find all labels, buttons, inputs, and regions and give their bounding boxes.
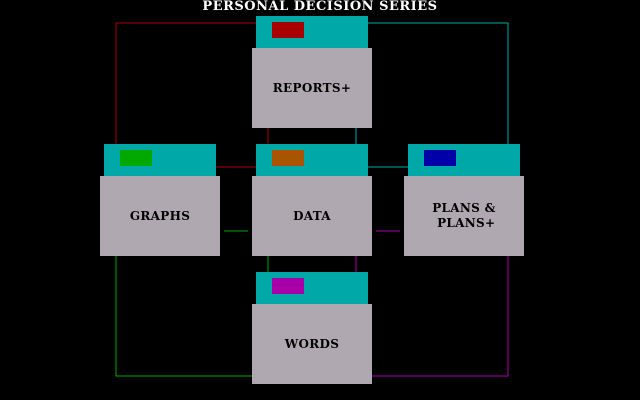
color-swatch-icon xyxy=(424,150,456,166)
connector-reports-plans xyxy=(368,22,509,144)
folder-tab xyxy=(408,144,520,176)
folder-reports[interactable]: REPORTS+ xyxy=(252,16,372,128)
folder-label: REPORTS+ xyxy=(252,48,372,128)
color-swatch-icon xyxy=(120,150,152,166)
folder-tab xyxy=(256,144,368,176)
folder-words[interactable]: WORDS xyxy=(252,272,372,384)
folder-label: WORDS xyxy=(252,304,372,384)
folder-graphs[interactable]: GRAPHS xyxy=(100,144,220,256)
folder-tab xyxy=(256,16,368,48)
folder-tab xyxy=(256,272,368,304)
folder-label: DATA xyxy=(252,176,372,256)
folder-tab xyxy=(104,144,216,176)
connector-reports-graphs xyxy=(115,22,256,144)
connector-plans-words xyxy=(372,256,509,377)
folder-data[interactable]: DATA xyxy=(252,144,372,256)
color-swatch-icon xyxy=(272,22,304,38)
folder-label: GRAPHS xyxy=(100,176,220,256)
color-swatch-icon xyxy=(272,150,304,166)
color-swatch-icon xyxy=(272,278,304,294)
connector-graphs-words xyxy=(115,256,252,377)
folder-label: PLANS & PLANS+ xyxy=(404,176,524,256)
folder-plans[interactable]: PLANS & PLANS+ xyxy=(404,144,524,256)
app-title: PERSONAL DECISION SERIES xyxy=(202,0,438,14)
